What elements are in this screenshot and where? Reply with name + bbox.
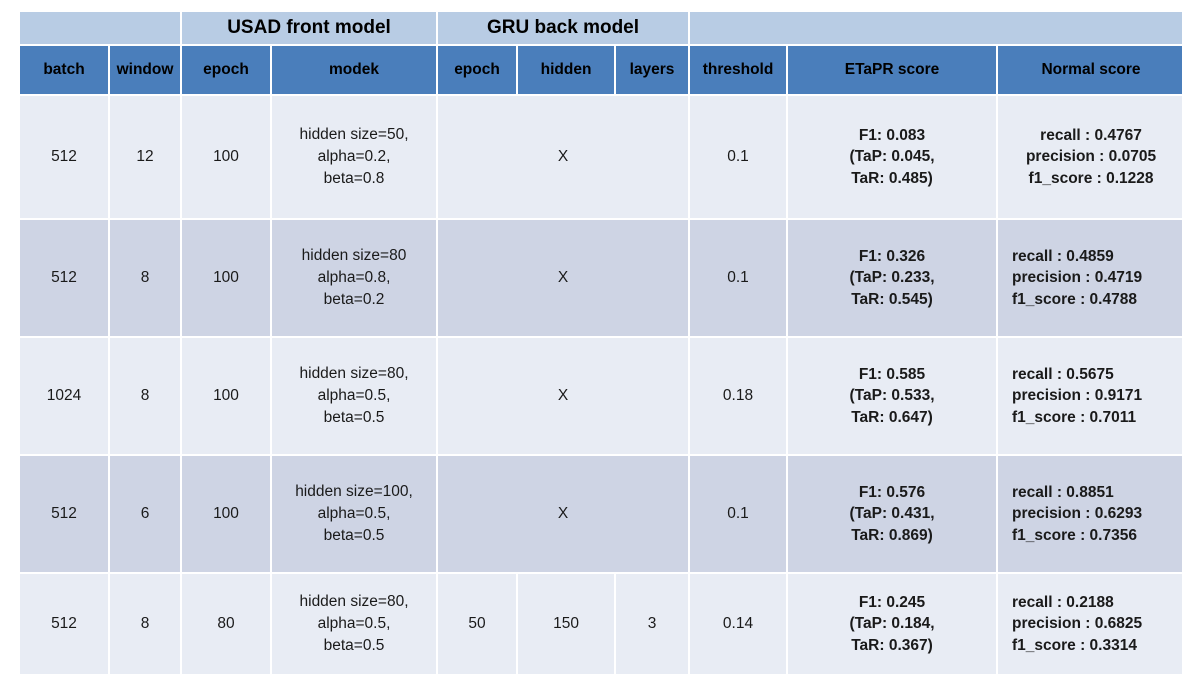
cell-etapr-score: F1: 0.245(TaP: 0.184,TaR: 0.367) (788, 574, 997, 674)
cell-window: 12 (110, 96, 180, 218)
cell-modek: hidden size=100,alpha=0.5,beta=0.5 (272, 456, 437, 572)
cell-gru-hidden: 150 (518, 574, 615, 674)
cell-threshold: 0.1 (690, 456, 787, 572)
cell-window: 8 (110, 220, 180, 336)
cell-window: 8 (110, 574, 180, 674)
group-header-gru-back-model: GRU back model (438, 12, 689, 44)
cell-etapr-score: F1: 0.083(TaP: 0.045,TaR: 0.485) (788, 96, 997, 218)
cell-gru-not-applicable: X (438, 338, 689, 454)
group-header-blank-left (20, 12, 180, 44)
column-header-gru-hidden[interactable]: hidden (518, 46, 615, 94)
cell-usad-epoch: 100 (182, 338, 270, 454)
cell-window: 8 (110, 338, 180, 454)
cell-etapr-score: F1: 0.576(TaP: 0.431,TaR: 0.869) (788, 456, 997, 572)
cell-etapr-score: F1: 0.585(TaP: 0.533,TaR: 0.647) (788, 338, 997, 454)
group-header-blank-right (690, 12, 1182, 44)
cell-gru-not-applicable: X (438, 220, 689, 336)
cell-etapr-score: F1: 0.326(TaP: 0.233,TaR: 0.545) (788, 220, 997, 336)
cell-batch: 512 (20, 456, 108, 572)
cell-usad-epoch: 100 (182, 96, 270, 218)
cell-modek: hidden size=80,alpha=0.5,beta=0.5 (272, 574, 437, 674)
column-header-window[interactable]: window (110, 46, 180, 94)
cell-threshold: 0.1 (690, 96, 787, 218)
group-header-usad-front-model: USAD front model (182, 12, 437, 44)
cell-threshold: 0.18 (690, 338, 787, 454)
column-header-threshold[interactable]: threshold (690, 46, 787, 94)
cell-batch: 512 (20, 574, 108, 674)
cell-gru-epoch: 50 (438, 574, 517, 674)
results-table-container: USAD front model GRU back model batch wi… (18, 10, 1182, 676)
column-header-usad-epoch[interactable]: epoch (182, 46, 270, 94)
cell-threshold: 0.14 (690, 574, 787, 674)
cell-modek: hidden size=80,alpha=0.5,beta=0.5 (272, 338, 437, 454)
cell-batch: 512 (20, 220, 108, 336)
cell-window: 6 (110, 456, 180, 572)
cell-usad-epoch: 100 (182, 456, 270, 572)
column-header-row: batch window epoch modek epoch hidden la… (20, 46, 1182, 94)
cell-batch: 1024 (20, 338, 108, 454)
column-header-gru-layers[interactable]: layers (616, 46, 689, 94)
cell-modek: hidden size=50,alpha=0.2,beta=0.8 (272, 96, 437, 218)
cell-usad-epoch: 80 (182, 574, 270, 674)
group-header-row: USAD front model GRU back model (20, 12, 1182, 44)
column-header-batch[interactable]: batch (20, 46, 108, 94)
cell-usad-epoch: 100 (182, 220, 270, 336)
column-header-modek[interactable]: modek (272, 46, 437, 94)
cell-gru-layers: 3 (616, 574, 689, 674)
column-header-etapr-score[interactable]: ETaPR score (788, 46, 997, 94)
cell-threshold: 0.1 (690, 220, 787, 336)
cell-gru-not-applicable: X (438, 456, 689, 572)
column-header-normal-score[interactable]: Normal score (998, 46, 1182, 94)
column-header-gru-epoch[interactable]: epoch (438, 46, 517, 94)
cell-gru-not-applicable: X (438, 96, 689, 218)
experiment-results-table: USAD front model GRU back model batch wi… (18, 10, 1182, 676)
cell-batch: 512 (20, 96, 108, 218)
table-head: USAD front model GRU back model batch wi… (20, 12, 1182, 94)
